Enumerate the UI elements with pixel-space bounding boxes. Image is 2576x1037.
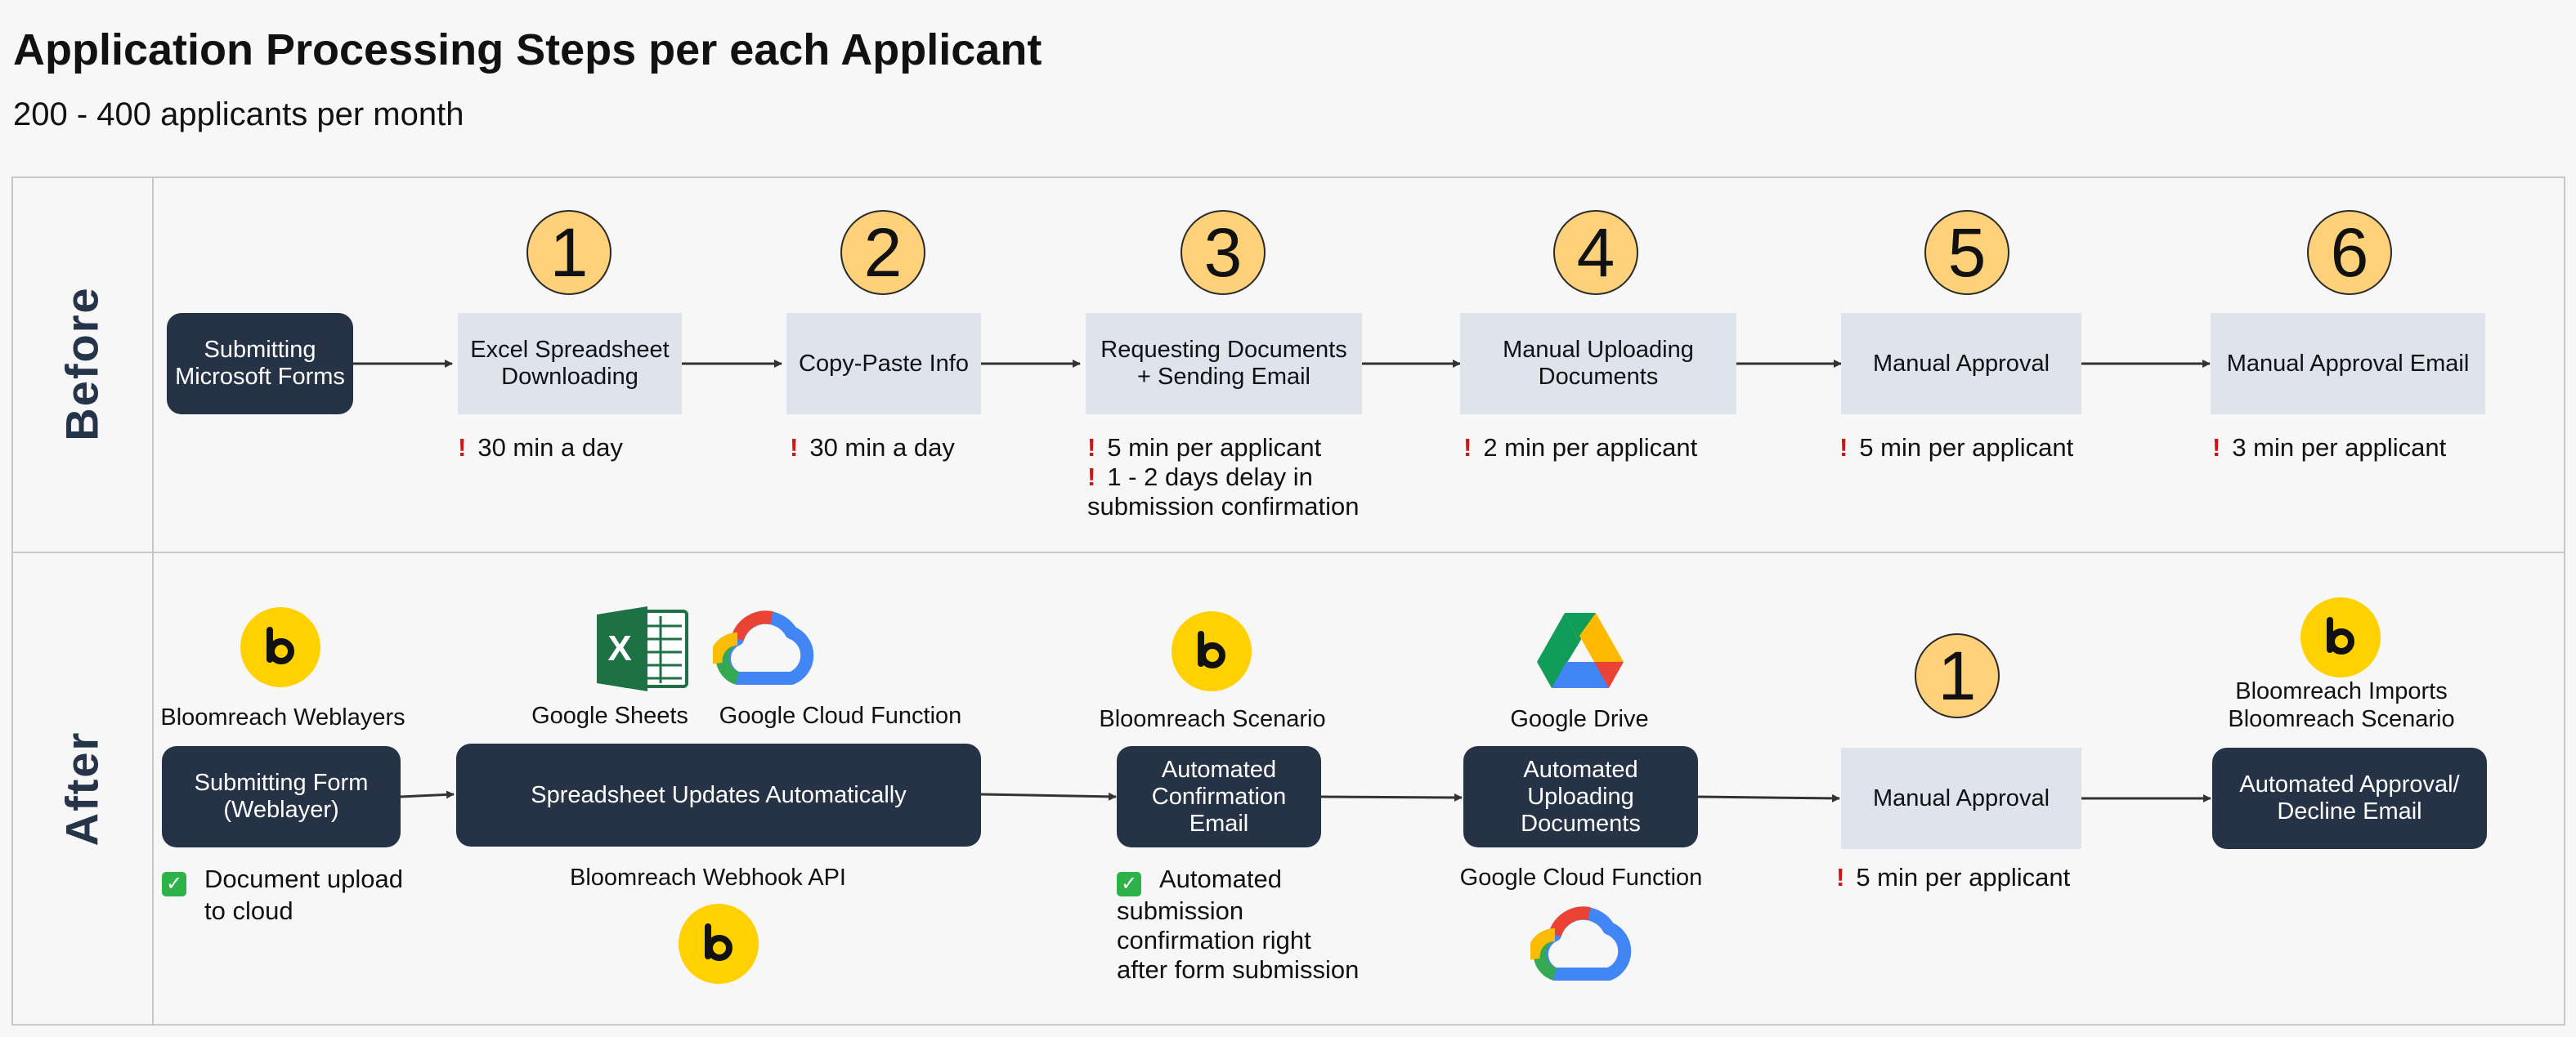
red-exclamation-icon: !: [1463, 433, 1472, 462]
note-text: to cloud: [204, 896, 293, 925]
page-title: Application Processing Steps per each Ap…: [13, 25, 1042, 74]
row-label-divider: [152, 177, 154, 1026]
note-text: Automated: [1159, 865, 1282, 893]
red-exclamation-icon: !: [458, 433, 467, 462]
after-box-4: Automated Uploading Documents: [1463, 746, 1698, 847]
after-box-5-note: ! 5 min per applicant: [1836, 863, 2070, 892]
green-checkmark-icon: ✓: [1117, 872, 1141, 896]
red-exclamation-icon: !: [2212, 433, 2221, 462]
after-box-6: Automated Approval/ Decline Email: [2212, 748, 2487, 849]
red-exclamation-icon: !: [1087, 433, 1096, 462]
step-number-3: 3: [1180, 210, 1266, 295]
note-text: after form submission: [1117, 955, 1360, 984]
before-step-2-note: ! 30 min a day: [790, 433, 955, 463]
before-step-4-note: ! 2 min per applicant: [1463, 433, 1697, 463]
note-text: submission confirmation: [1087, 492, 1360, 521]
step-number-2: 2: [840, 210, 925, 295]
after-box-2: Spreadsheet Updates Automatically: [456, 744, 981, 847]
before-step-6-box: Manual Approval Email: [2211, 313, 2485, 414]
before-step-3-box: Requesting Documents + Sending Email: [1086, 313, 1362, 414]
svg-text:X: X: [607, 628, 631, 668]
step-number-1: 1: [526, 210, 612, 295]
google-cloud-icon: [1526, 902, 1633, 984]
after-step-number-1: 1: [1915, 633, 2000, 718]
google-drive-icon: [1535, 611, 1625, 693]
excel-icon: X: [595, 606, 690, 691]
google-sheets-label: Google Sheets: [531, 703, 688, 729]
red-exclamation-icon: !: [790, 433, 799, 462]
before-step-3-note: ! 5 min per applicant ! 1 - 2 days delay i…: [1087, 433, 1360, 521]
note-text: Document upload: [204, 865, 403, 893]
before-step-6-note: ! 3 min per applicant: [2212, 433, 2446, 463]
arrow-after-3: [1320, 793, 1463, 802]
note-text: 3 min per applicant: [2232, 433, 2447, 462]
arrow-after-4: [1697, 793, 1840, 802]
after-box-5: Manual Approval: [1841, 748, 2081, 849]
before-start-box: Submitting Microsoft Forms: [167, 313, 353, 414]
arrow-after-2: [980, 792, 1117, 801]
after-box-1-note: ✓ Document upload to cloud: [162, 865, 403, 926]
bloomreach-weblayers-label: Bloomreach Weblayers: [160, 704, 405, 731]
before-step-2-box: Copy-Paste Info: [786, 313, 981, 414]
after-box-3-note: ✓ Automated submission confirmation right…: [1117, 865, 1359, 985]
bloomreach-scenario-label: Bloomreach Scenario: [1099, 706, 1326, 732]
bloomreach-logo-icon: [240, 607, 320, 687]
page-subtitle: 200 - 400 applicants per month: [13, 96, 464, 132]
before-step-5-note: ! 5 min per applicant: [1839, 433, 2073, 463]
google-drive-label: Google Drive: [1510, 706, 1649, 732]
note-text: 5 min per applicant: [1856, 863, 2071, 892]
bloomreach-webhook-label: Bloomreach Webhook API: [570, 865, 846, 891]
bloomreach-logo-icon: [1172, 611, 1252, 691]
green-checkmark-icon: ✓: [162, 872, 186, 896]
red-exclamation-icon: !: [1839, 433, 1848, 462]
google-cloud-function-label: Google Cloud Function: [719, 703, 962, 729]
before-step-1-box: Excel Spreadsheet Downloading: [458, 313, 682, 414]
red-exclamation-icon: !: [1836, 863, 1845, 892]
before-step-4-box: Manual Uploading Documents: [1460, 313, 1736, 414]
bloomreach-scenario-label-2: Bloomreach Scenario: [2228, 706, 2455, 732]
step-number-6: 6: [2307, 210, 2392, 295]
bloomreach-logo-icon: [2300, 597, 2381, 677]
note-text: 30 min a day: [809, 433, 955, 462]
note-text: 2 min per applicant: [1483, 433, 1698, 462]
note-text: 1 - 2 days delay in: [1107, 463, 1313, 491]
before-step-5-box: Manual Approval: [1841, 313, 2081, 414]
step-number-5: 5: [1924, 210, 2009, 295]
bloomreach-logo-icon: [679, 904, 759, 984]
bloomreach-imports-label: Bloomreach Imports: [2235, 678, 2448, 704]
row-divider: [11, 552, 2565, 553]
google-cloud-function-label-2: Google Cloud Function: [1459, 865, 1703, 891]
note-text: 30 min a day: [477, 433, 623, 462]
red-exclamation-icon: !: [1087, 463, 1096, 491]
after-box-1: Submitting Form (Weblayer): [162, 746, 401, 847]
arrow-after-1: [400, 790, 455, 799]
after-box-3: Automated Confirmation Email: [1117, 746, 1321, 847]
note-text: 5 min per applicant: [1859, 433, 2074, 462]
google-cloud-icon: [709, 606, 816, 688]
note-text: confirmation right: [1117, 926, 1311, 954]
before-step-1-note: ! 30 min a day: [458, 433, 623, 463]
note-text: 5 min per applicant: [1107, 433, 1322, 462]
note-text: submission: [1117, 896, 1244, 925]
step-number-4: 4: [1553, 210, 1638, 295]
